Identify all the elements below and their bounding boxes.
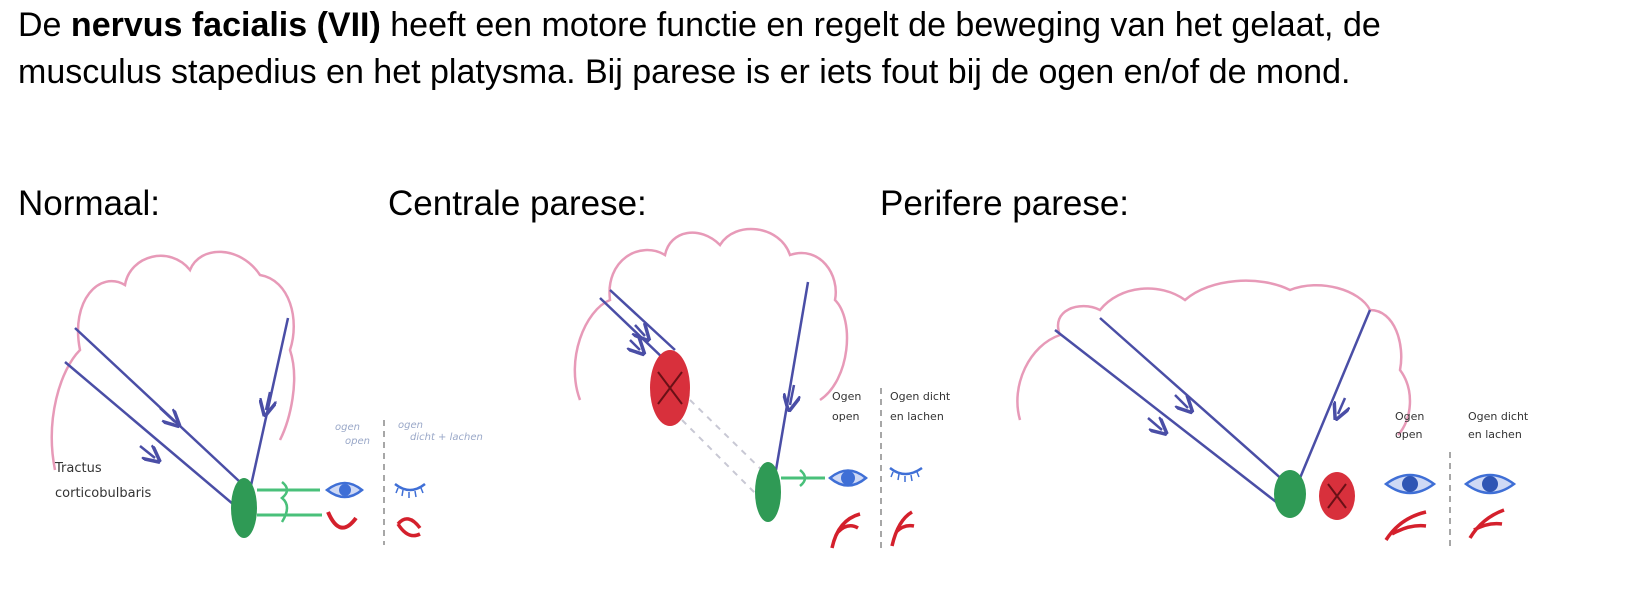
- intro-line1-rest: heeft een motore functie en regelt de be…: [380, 6, 1381, 44]
- tract-lower: [64, 361, 241, 511]
- tract-contralateral: [774, 281, 810, 471]
- tract-label-line1: Tractus: [54, 461, 102, 476]
- intro-line2: musculus stapedius en het platysma. Bij …: [18, 53, 1351, 91]
- central-col2-label-2: en lachen: [890, 410, 944, 423]
- heading-central-paresis: Centrale parese:: [388, 184, 647, 223]
- nerve-brace: [280, 481, 289, 523]
- normal-col2-label-2: dicht + lachen: [410, 432, 483, 443]
- brain-outline: [50, 250, 296, 471]
- heading-normal: Normaal:: [18, 184, 160, 223]
- eye-closed-icon: [394, 482, 426, 498]
- mouth-drooping-icon: [830, 512, 861, 549]
- tract-upper-arrow: [1174, 394, 1188, 408]
- central-col1-label-2: open: [832, 410, 859, 423]
- peripheral-col1-label-1: Ogen: [1395, 410, 1424, 423]
- intro-paragraph: De nervus facialis (VII) heeft een motor…: [18, 2, 1628, 96]
- eye-open-icon: [1383, 473, 1437, 495]
- mouth-drooping-icon: [1384, 510, 1427, 541]
- peripheral-col2-label-2: en lachen: [1468, 428, 1522, 441]
- normal-col1-label-2: open: [345, 436, 370, 447]
- tract-label-line2: corticobulbaris: [55, 486, 152, 501]
- nerve-brace: [799, 469, 807, 487]
- intro-prefix: De: [18, 6, 71, 44]
- tract-upper: [1099, 317, 1286, 483]
- normal-col1-label-1: ogen: [335, 422, 360, 433]
- lesion-cortical: [650, 350, 690, 426]
- heading-peripheral-paresis: Perifere parese:: [880, 184, 1130, 223]
- peripheral-col2-label-1: Ogen dicht: [1468, 410, 1529, 423]
- central-col1-label-1: Ogen: [832, 390, 861, 403]
- tract-contralateral-arrow: [266, 391, 270, 410]
- tract-lower: [1054, 329, 1281, 506]
- brain-outline: [573, 227, 849, 402]
- tract-upper-arrow: [159, 407, 175, 422]
- tract-lower-arrow: [630, 340, 640, 350]
- facial-nucleus: [231, 478, 257, 538]
- mouth-drooping-icon: [1468, 508, 1505, 539]
- mouth-drooping-icon: [890, 510, 915, 547]
- central-col2-label-1: Ogen dicht: [890, 390, 951, 403]
- intro-bold-term: nervus facialis (VII): [70, 6, 381, 44]
- tract-upper: [74, 327, 241, 483]
- eye-open-icon: [828, 469, 868, 487]
- mouth-icon: [326, 511, 358, 530]
- eye-open-icon: [1463, 473, 1517, 495]
- eye-closed-icon: [889, 466, 923, 482]
- lesion-peripheral-nerve: [1319, 472, 1355, 520]
- normal-col2-label-1: ogen: [398, 420, 423, 431]
- mouth-smile-icon: [396, 517, 422, 538]
- facial-nucleus: [755, 462, 781, 522]
- peripheral-col1-label-2: open: [1395, 428, 1422, 441]
- tract-contralateral-arrow: [790, 384, 794, 405]
- tract-lower-arrow: [1147, 418, 1162, 430]
- tract-lower: [609, 289, 676, 351]
- tract-upper-arrow: [635, 325, 645, 336]
- tract-contralateral: [1298, 309, 1372, 479]
- facial-nucleus: [1274, 470, 1306, 518]
- tract-lower-arrow: [139, 446, 155, 458]
- eye-open-icon: [324, 481, 364, 499]
- tract-contralateral-arrow: [1338, 397, 1345, 414]
